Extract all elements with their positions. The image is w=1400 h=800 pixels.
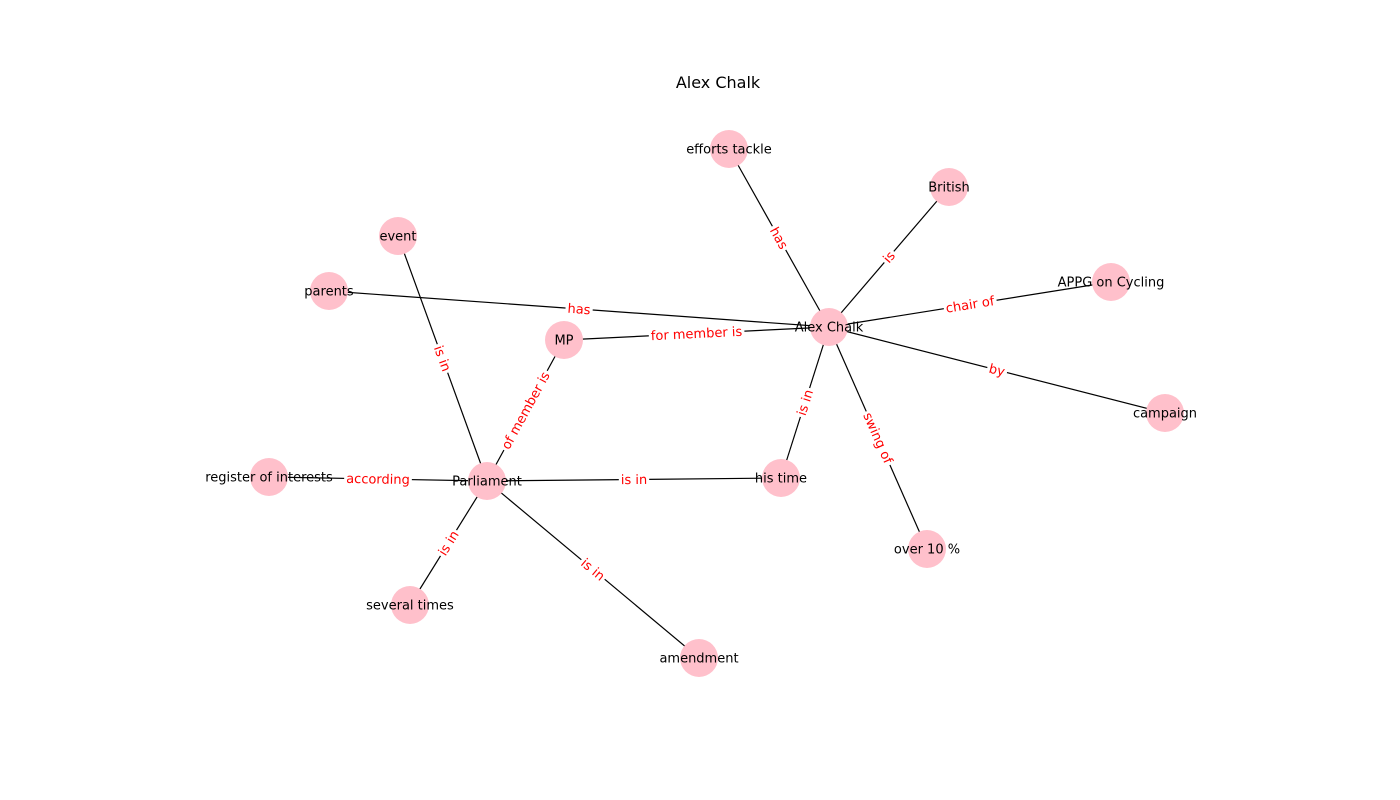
edge-label-group-2: chair of bbox=[942, 293, 998, 318]
edge-label-group-0: has bbox=[764, 223, 792, 255]
edge-label-group-10: is in bbox=[429, 342, 454, 376]
node-label-campaign: campaign bbox=[1133, 407, 1197, 422]
node-register-of-interests[interactable] bbox=[250, 458, 288, 496]
edge-label-mp-alex-chalk: for member is bbox=[651, 325, 743, 344]
edge-label-background bbox=[858, 408, 896, 469]
edge-label-group-7: has bbox=[564, 301, 594, 319]
node-alex-chalk[interactable] bbox=[810, 308, 848, 346]
edge-label-background bbox=[648, 324, 745, 345]
edge-label-group-5: is in bbox=[794, 386, 818, 420]
node-label-british: British bbox=[928, 181, 970, 196]
edge-label-register-of-interests-parliament: according bbox=[346, 472, 410, 488]
node-event[interactable] bbox=[379, 217, 417, 255]
node-label-appg-on-cycling: APPG on Cycling bbox=[1058, 276, 1165, 291]
edge-label-background bbox=[575, 554, 609, 586]
edge-label-group-11: according bbox=[344, 471, 412, 489]
node-mp[interactable] bbox=[545, 321, 583, 359]
edge-label-parliament-event: is in bbox=[430, 344, 453, 374]
edge-label-alex-chalk-campaign: by bbox=[987, 362, 1006, 381]
node-label-parliament: Parliament bbox=[452, 475, 522, 490]
edge-label-background bbox=[764, 223, 792, 255]
edge-label-alex-chalk-over-10: swing of bbox=[859, 411, 895, 467]
edge-labels-layer: has is chair of by swing of is in for member i… bbox=[344, 223, 1009, 586]
node-label-event: event bbox=[379, 230, 416, 245]
edge-label-background bbox=[618, 472, 650, 489]
edge-label-background bbox=[498, 367, 555, 455]
edge-label-group-12: is in bbox=[434, 526, 464, 561]
node-amendment[interactable] bbox=[680, 639, 718, 677]
edge-label-background bbox=[879, 247, 901, 268]
edge-label-background bbox=[434, 526, 464, 561]
edge-label-parliament-mp: of member is bbox=[499, 369, 554, 452]
edge-label-alex-chalk-appg-on-cycling: chair of bbox=[945, 294, 996, 317]
edge-label-alex-chalk-his-time: is in bbox=[795, 388, 817, 418]
node-his-time[interactable] bbox=[762, 459, 800, 497]
edge-label-group-4: swing of bbox=[858, 408, 896, 469]
edge-label-background bbox=[942, 293, 998, 318]
node-label-over-10: over 10 % bbox=[894, 543, 960, 558]
graph-title: Alex Chalk bbox=[676, 73, 761, 92]
edge-label-group-6: for member is bbox=[648, 324, 745, 345]
edge-label-background bbox=[794, 386, 818, 420]
node-label-efforts-tackle: efforts tackle bbox=[686, 143, 772, 158]
node-label-alex-chalk: Alex Chalk bbox=[795, 321, 864, 336]
node-campaign[interactable] bbox=[1146, 394, 1184, 432]
node-parliament[interactable] bbox=[468, 462, 506, 500]
edge-label-background bbox=[429, 342, 454, 376]
edge-label-group-9: of member is bbox=[498, 367, 555, 455]
edge-label-group-3: by bbox=[985, 361, 1009, 381]
node-appg-on-cycling[interactable] bbox=[1092, 263, 1130, 301]
node-label-parents: parents bbox=[304, 285, 354, 300]
node-label-mp: MP bbox=[554, 334, 573, 349]
edge-label-parliament-his-time: is in bbox=[621, 473, 648, 488]
edge-label-group-8: is in bbox=[618, 472, 650, 489]
node-efforts-tackle[interactable] bbox=[710, 130, 748, 168]
node-british[interactable] bbox=[930, 168, 968, 206]
node-label-register-of-interests: register of interests bbox=[205, 471, 333, 486]
edge-label-parents-alex-chalk: has bbox=[567, 302, 591, 319]
node-label-amendment: amendment bbox=[659, 652, 738, 667]
node-parents[interactable] bbox=[310, 272, 348, 310]
node-label-several-times: several times bbox=[366, 599, 454, 614]
edge-label-background bbox=[564, 301, 594, 319]
edge-label-group-1: is bbox=[879, 247, 901, 268]
node-label-his-time: his time bbox=[755, 472, 807, 487]
node-over-10[interactable] bbox=[908, 530, 946, 568]
edge-label-background bbox=[344, 471, 412, 489]
node-several-times[interactable] bbox=[391, 586, 429, 624]
nodes-layer bbox=[250, 130, 1184, 677]
edge-label-background bbox=[985, 361, 1009, 381]
